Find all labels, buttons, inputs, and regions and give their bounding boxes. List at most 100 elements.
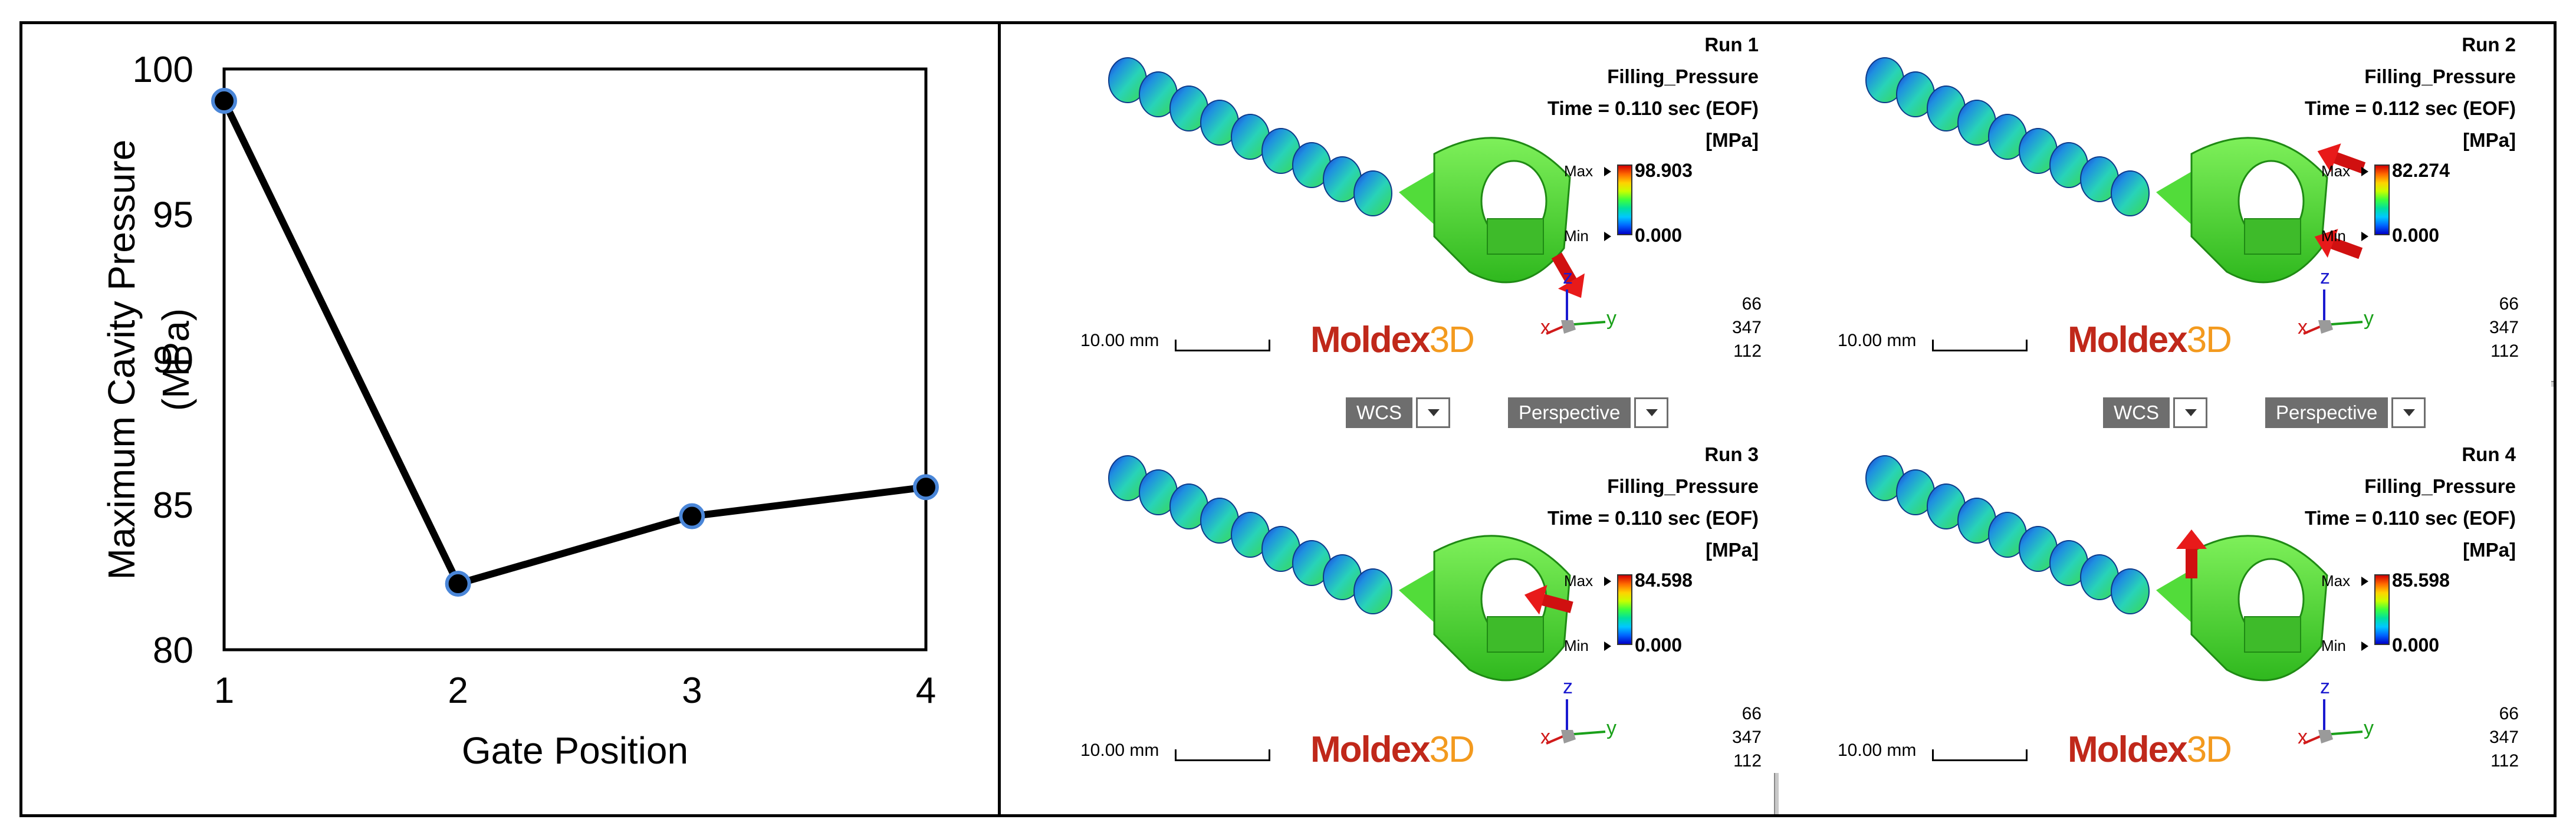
min-pointer-icon [2361, 232, 2368, 241]
unit-label: [MPa] [1706, 539, 1759, 561]
projection-value: Perspective [2265, 397, 2388, 428]
gate-arrow [2314, 229, 2363, 259]
time-label: Time = 0.110 sec (EOF) [1547, 97, 1759, 119]
scale-bar [1175, 340, 1270, 351]
y-axis-label-line1: Maximum Cavity Pressure [100, 140, 143, 580]
count-value: 66 [1742, 294, 1762, 314]
max-label: Max [2321, 572, 2351, 590]
scale-bar [1932, 749, 2028, 761]
chevron-down-icon[interactable] [1634, 397, 1669, 428]
coordinate-system-value: WCS [1346, 397, 1412, 428]
moldex3d-logo: Moldex3D [1310, 319, 1475, 361]
figure-frame [19, 21, 2557, 817]
x-tick-label: 2 [448, 670, 468, 711]
logo-main: Moldex [1310, 729, 1431, 770]
coordinate-system-dropdown[interactable]: WCS [1346, 397, 1450, 428]
unit-label: [MPa] [2463, 129, 2516, 151]
data-point [445, 571, 471, 597]
data-point [211, 88, 237, 114]
axis-y-label: y [2364, 717, 2374, 739]
time-label: Time = 0.110 sec (EOF) [1547, 507, 1759, 529]
min-value: 0.000 [1635, 225, 1683, 246]
min-pointer-icon [1604, 232, 1611, 241]
axis-triad-icon: z y x [1540, 676, 1616, 748]
count-value: 112 [1733, 751, 1762, 771]
chevron-down-icon[interactable] [2173, 397, 2207, 428]
min-label: Min [2321, 227, 2346, 245]
axis-triad-icon: zyx [1540, 266, 1616, 338]
max-value: 98.903 [1635, 160, 1693, 181]
min-value: 0.000 [2392, 634, 2440, 656]
min-label: Min [1564, 227, 1589, 245]
logo-suffix: 3D [1429, 320, 1475, 360]
axis-y-label: y [1606, 717, 1616, 739]
max-value: 82.274 [2392, 160, 2450, 181]
color-scale-bar [1617, 164, 1632, 235]
max-pointer-icon [2361, 167, 2368, 176]
projection-dropdown[interactable]: Perspective [1508, 397, 1669, 428]
chevron-down-icon[interactable] [1416, 397, 1450, 428]
scale-label: 10.00 mm [1080, 331, 1159, 350]
result-type: Filling_Pressure [2364, 475, 2516, 497]
result-type: Filling_Pressure [1607, 65, 1759, 87]
axis-triad-icon: zyx [2298, 266, 2374, 338]
max-label: Max [2321, 162, 2351, 180]
result-type: Filling_Pressure [2364, 65, 2516, 87]
scale-bar [1175, 749, 1270, 761]
axis-z-label: z [1563, 676, 1573, 698]
count-value: 66 [2499, 704, 2519, 723]
axis-x-label: x [1540, 316, 1550, 338]
logo-main: Moldex [2068, 320, 2188, 360]
chevron-down-icon[interactable] [2391, 397, 2426, 428]
logo-main: Moldex [1310, 320, 1431, 360]
max-label: Max [1564, 162, 1593, 180]
count-value: 112 [2490, 341, 2519, 361]
plot-area-frame [222, 67, 928, 652]
run-name: Run 3 [1704, 443, 1759, 465]
moldex3d-logo: Moldex3D [2068, 319, 2232, 361]
max-value: 85.598 [2392, 570, 2450, 591]
scale-label: 10.00 mm [1838, 741, 1917, 760]
max-value: 84.598 [1635, 570, 1693, 591]
projection-dropdown[interactable]: Perspective [2265, 397, 2426, 428]
projection-value: Perspective [1508, 397, 1631, 428]
moldex3d-logo: Moldex3D [1310, 729, 1475, 771]
count-value: 347 [1731, 318, 1762, 337]
result-type: Filling_Pressure [1607, 475, 1759, 497]
min-label: Min [1564, 637, 1589, 654]
coordinate-system-dropdown[interactable]: WCS [2103, 397, 2207, 428]
axis-x-label: x [2298, 316, 2308, 338]
y-tick-label: 90 [153, 340, 193, 381]
y-tick-label: 95 [153, 195, 193, 235]
series-line [221, 99, 926, 588]
count-value: 66 [2499, 294, 2519, 314]
min-label: Min [2321, 637, 2346, 654]
logo-suffix: 3D [2186, 320, 2232, 360]
logo-main: Moldex [2068, 729, 2188, 770]
x-axis-label: Gate Position [462, 729, 688, 772]
panel-divider [998, 21, 1001, 817]
color-scale-bar [2374, 164, 2390, 235]
part-model [1108, 455, 1573, 682]
max-pointer-icon [2361, 577, 2368, 586]
run-name: Run 2 [2462, 34, 2516, 55]
moldex3d-logo: Moldex3D [2068, 729, 2232, 771]
count-value: 112 [2490, 751, 2519, 771]
part-model [1865, 57, 2366, 284]
max-pointer-icon [1604, 167, 1611, 176]
axis-x-label: x [1540, 726, 1550, 748]
